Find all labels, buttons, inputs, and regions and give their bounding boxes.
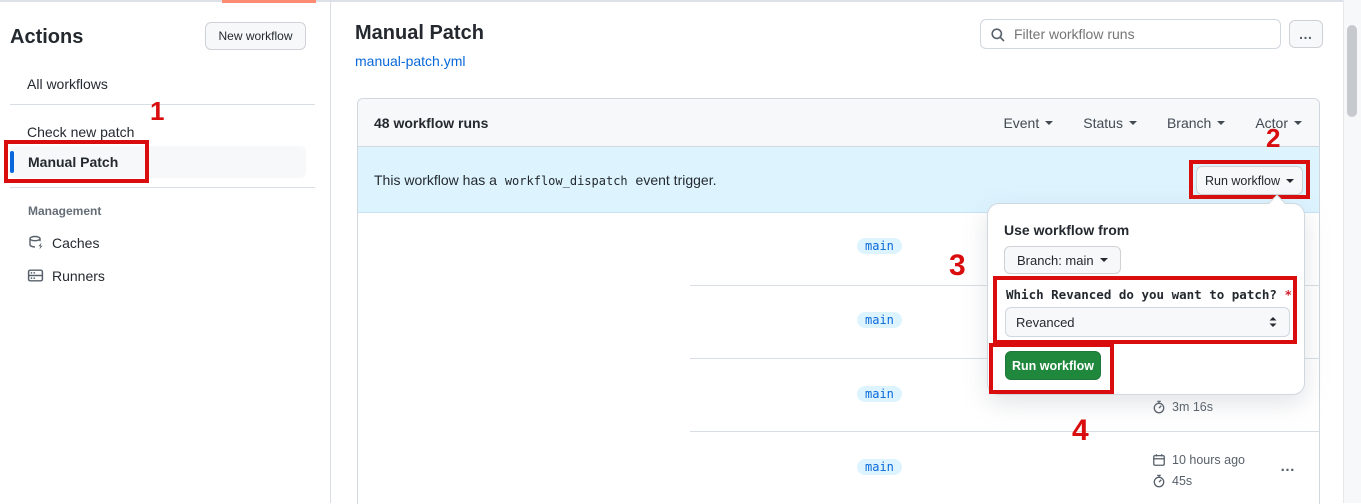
new-workflow-button-label: New workflow xyxy=(218,29,293,43)
filter-event-dropdown[interactable]: Event xyxy=(1003,114,1054,131)
sidebar-item-caches-label: Caches xyxy=(52,235,100,251)
sidebar-item-runners-label: Runners xyxy=(52,267,105,284)
sidebar-main-divider xyxy=(330,0,331,503)
run-workflow-dropdown-button[interactable]: Run workflow xyxy=(1196,166,1303,195)
workflow-input-label-text: Which Revanced do you want to patch? xyxy=(1006,287,1277,302)
sidebar-item-manual-patch[interactable]: Manual Patch xyxy=(10,146,306,178)
filter-actor-label: Actor xyxy=(1255,114,1288,131)
workflow-dispatch-banner: This workflow has a workflow_dispatch ev… xyxy=(358,147,1319,213)
stopwatch-icon xyxy=(1152,400,1166,414)
annotation-number-step1: 1 xyxy=(150,96,165,126)
chevron-down-icon xyxy=(1099,258,1108,262)
run-workflow-submit-label: Run workflow xyxy=(1012,358,1094,373)
run-row-duration-label: 3m 16s xyxy=(1172,400,1213,414)
run-row-branch-badge[interactable]: main xyxy=(857,386,902,402)
sidebar-divider-bottom xyxy=(10,187,315,188)
cache-database-icon xyxy=(28,235,44,251)
workflow-input-label: Which Revanced do you want to patch? * xyxy=(1006,287,1292,302)
sidebar-divider-top xyxy=(10,104,315,105)
banner-code-token: workflow_dispatch xyxy=(504,173,628,188)
banner-text-after: event trigger. xyxy=(635,171,717,188)
calendar-icon xyxy=(1152,453,1166,467)
run-row-duration: 45s xyxy=(1152,474,1192,488)
run-row-branch-badge[interactable]: main xyxy=(857,459,902,475)
workflow-runs-panel xyxy=(357,98,1320,504)
runners-icon xyxy=(27,267,44,284)
chevron-down-icon xyxy=(1045,120,1054,125)
revanced-select-value: Revanced xyxy=(1016,314,1075,330)
actions-tab-active-underline xyxy=(222,0,316,3)
filter-branch-label: Branch xyxy=(1166,114,1212,131)
runs-count-label: 48 workflow runs xyxy=(374,114,489,131)
annotation-number-step2: 2 xyxy=(1266,123,1281,153)
search-icon xyxy=(990,27,1006,43)
run-workflow-submit-button[interactable]: Run workflow xyxy=(1005,351,1101,380)
filter-status-label: Status xyxy=(1083,114,1123,131)
selected-item-accent-bar xyxy=(10,151,14,173)
sidebar-item-manual-patch-label: Manual Patch xyxy=(28,154,119,170)
banner-text-before: This workflow has a xyxy=(374,171,497,188)
filter-input-box xyxy=(980,19,1281,49)
run-workflow-dropdown-label: Run workflow xyxy=(1204,173,1281,188)
banner-text: This workflow has a workflow_dispatch ev… xyxy=(374,172,716,188)
run-row-divider xyxy=(690,431,1320,432)
sidebar-item-caches[interactable]: Caches xyxy=(28,235,99,251)
required-marker: * xyxy=(1284,287,1292,302)
popover-heading: Use workflow from xyxy=(1004,222,1130,238)
page-title: Manual Patch xyxy=(355,22,484,44)
annotation-number-step4: 4 xyxy=(1072,414,1089,447)
sidebar-title: Actions xyxy=(10,26,84,48)
new-workflow-button[interactable]: New workflow xyxy=(205,22,306,50)
run-row-started: 10 hours ago xyxy=(1152,453,1245,467)
sidebar: Actions New workflow All workflows Check… xyxy=(0,0,330,503)
branch-selector-button[interactable]: Branch: main xyxy=(1004,246,1121,274)
select-updown-icon xyxy=(1267,315,1279,329)
page-scrollbar-thumb[interactable] xyxy=(1347,25,1357,117)
branch-selector-label: Branch: main xyxy=(1017,252,1094,268)
filter-branch-dropdown[interactable]: Branch xyxy=(1166,114,1226,131)
annotation-number-step3: 3 xyxy=(949,249,966,282)
filter-actor-dropdown[interactable]: Actor xyxy=(1255,115,1302,131)
run-row-more-button[interactable]: … xyxy=(1280,458,1297,475)
page-top-border xyxy=(0,0,1361,2)
page-scrollbar-track[interactable] xyxy=(1343,0,1361,503)
kebab-horizontal-icon: … xyxy=(1298,26,1314,42)
management-heading: Management xyxy=(28,204,102,218)
sidebar-item-runners[interactable]: Runners xyxy=(27,267,105,284)
runs-panel-header: 48 workflow runs Event Status Branch Act… xyxy=(358,99,1319,147)
run-row-branch-badge[interactable]: main xyxy=(857,238,902,254)
chevron-down-icon xyxy=(1294,120,1302,125)
revanced-select[interactable]: Revanced xyxy=(1005,307,1290,337)
sidebar-item-all-workflows[interactable]: All workflows xyxy=(27,76,108,92)
run-row-branch-badge[interactable]: main xyxy=(857,312,902,328)
chevron-down-icon xyxy=(1128,120,1137,125)
stopwatch-icon xyxy=(1152,474,1166,488)
run-row-duration: 3m 16s xyxy=(1152,400,1213,414)
workflow-more-options-button[interactable]: … xyxy=(1289,20,1323,48)
run-row-started-label: 10 hours ago xyxy=(1172,453,1245,467)
run-workflow-popover: Use workflow from Branch: main Which Rev… xyxy=(987,194,1305,395)
filter-workflow-runs-input[interactable] xyxy=(1012,22,1274,46)
filter-status-dropdown[interactable]: Status xyxy=(1083,115,1137,131)
filter-event-label: Event xyxy=(1003,114,1040,131)
run-row-duration-label: 45s xyxy=(1172,474,1193,488)
sidebar-item-check-new-patch[interactable]: Check new patch xyxy=(27,124,135,140)
chevron-down-icon xyxy=(1217,120,1226,125)
chevron-down-icon xyxy=(1286,178,1295,183)
workflow-file-link[interactable]: manual-patch.yml xyxy=(355,53,466,69)
